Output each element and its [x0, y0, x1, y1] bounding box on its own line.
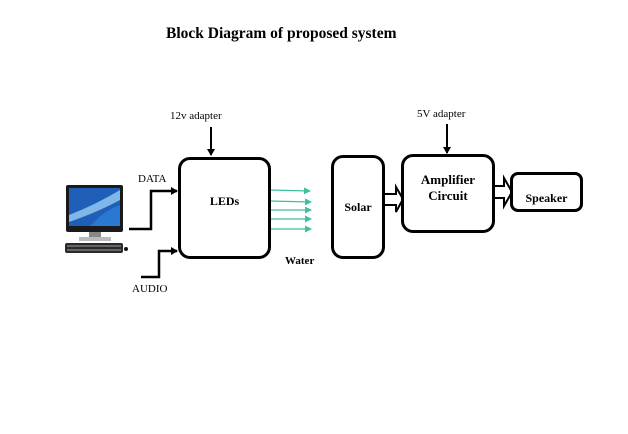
leds-block: LEDs — [178, 157, 271, 259]
computer-icon — [65, 185, 128, 253]
light-ray — [269, 198, 312, 206]
speaker-block: Speaker — [510, 172, 583, 212]
audio-label: AUDIO — [132, 283, 168, 295]
solar-block: Solar — [331, 155, 385, 259]
data-arrow — [129, 187, 178, 231]
amplifier-label-line2: Circuit — [428, 187, 468, 203]
adapter-12v-label: 12v adapter — [170, 110, 222, 122]
data-label: DATA — [138, 173, 167, 185]
speaker-label: Speaker — [525, 190, 568, 205]
audio-arrow — [141, 247, 178, 279]
light-rays — [269, 187, 312, 233]
amplifier-label-line1: Amplifier — [420, 171, 476, 187]
amplifier-block: Amplifier Circuit — [401, 154, 495, 233]
solar-label: Solar — [344, 199, 372, 214]
water-label: Water — [285, 255, 315, 267]
leds-label: LEDs — [209, 194, 240, 208]
diagram-title: Block Diagram of proposed system — [166, 25, 397, 42]
light-ray — [269, 187, 311, 195]
adapter-5v-label: 5V adapter — [417, 108, 466, 120]
